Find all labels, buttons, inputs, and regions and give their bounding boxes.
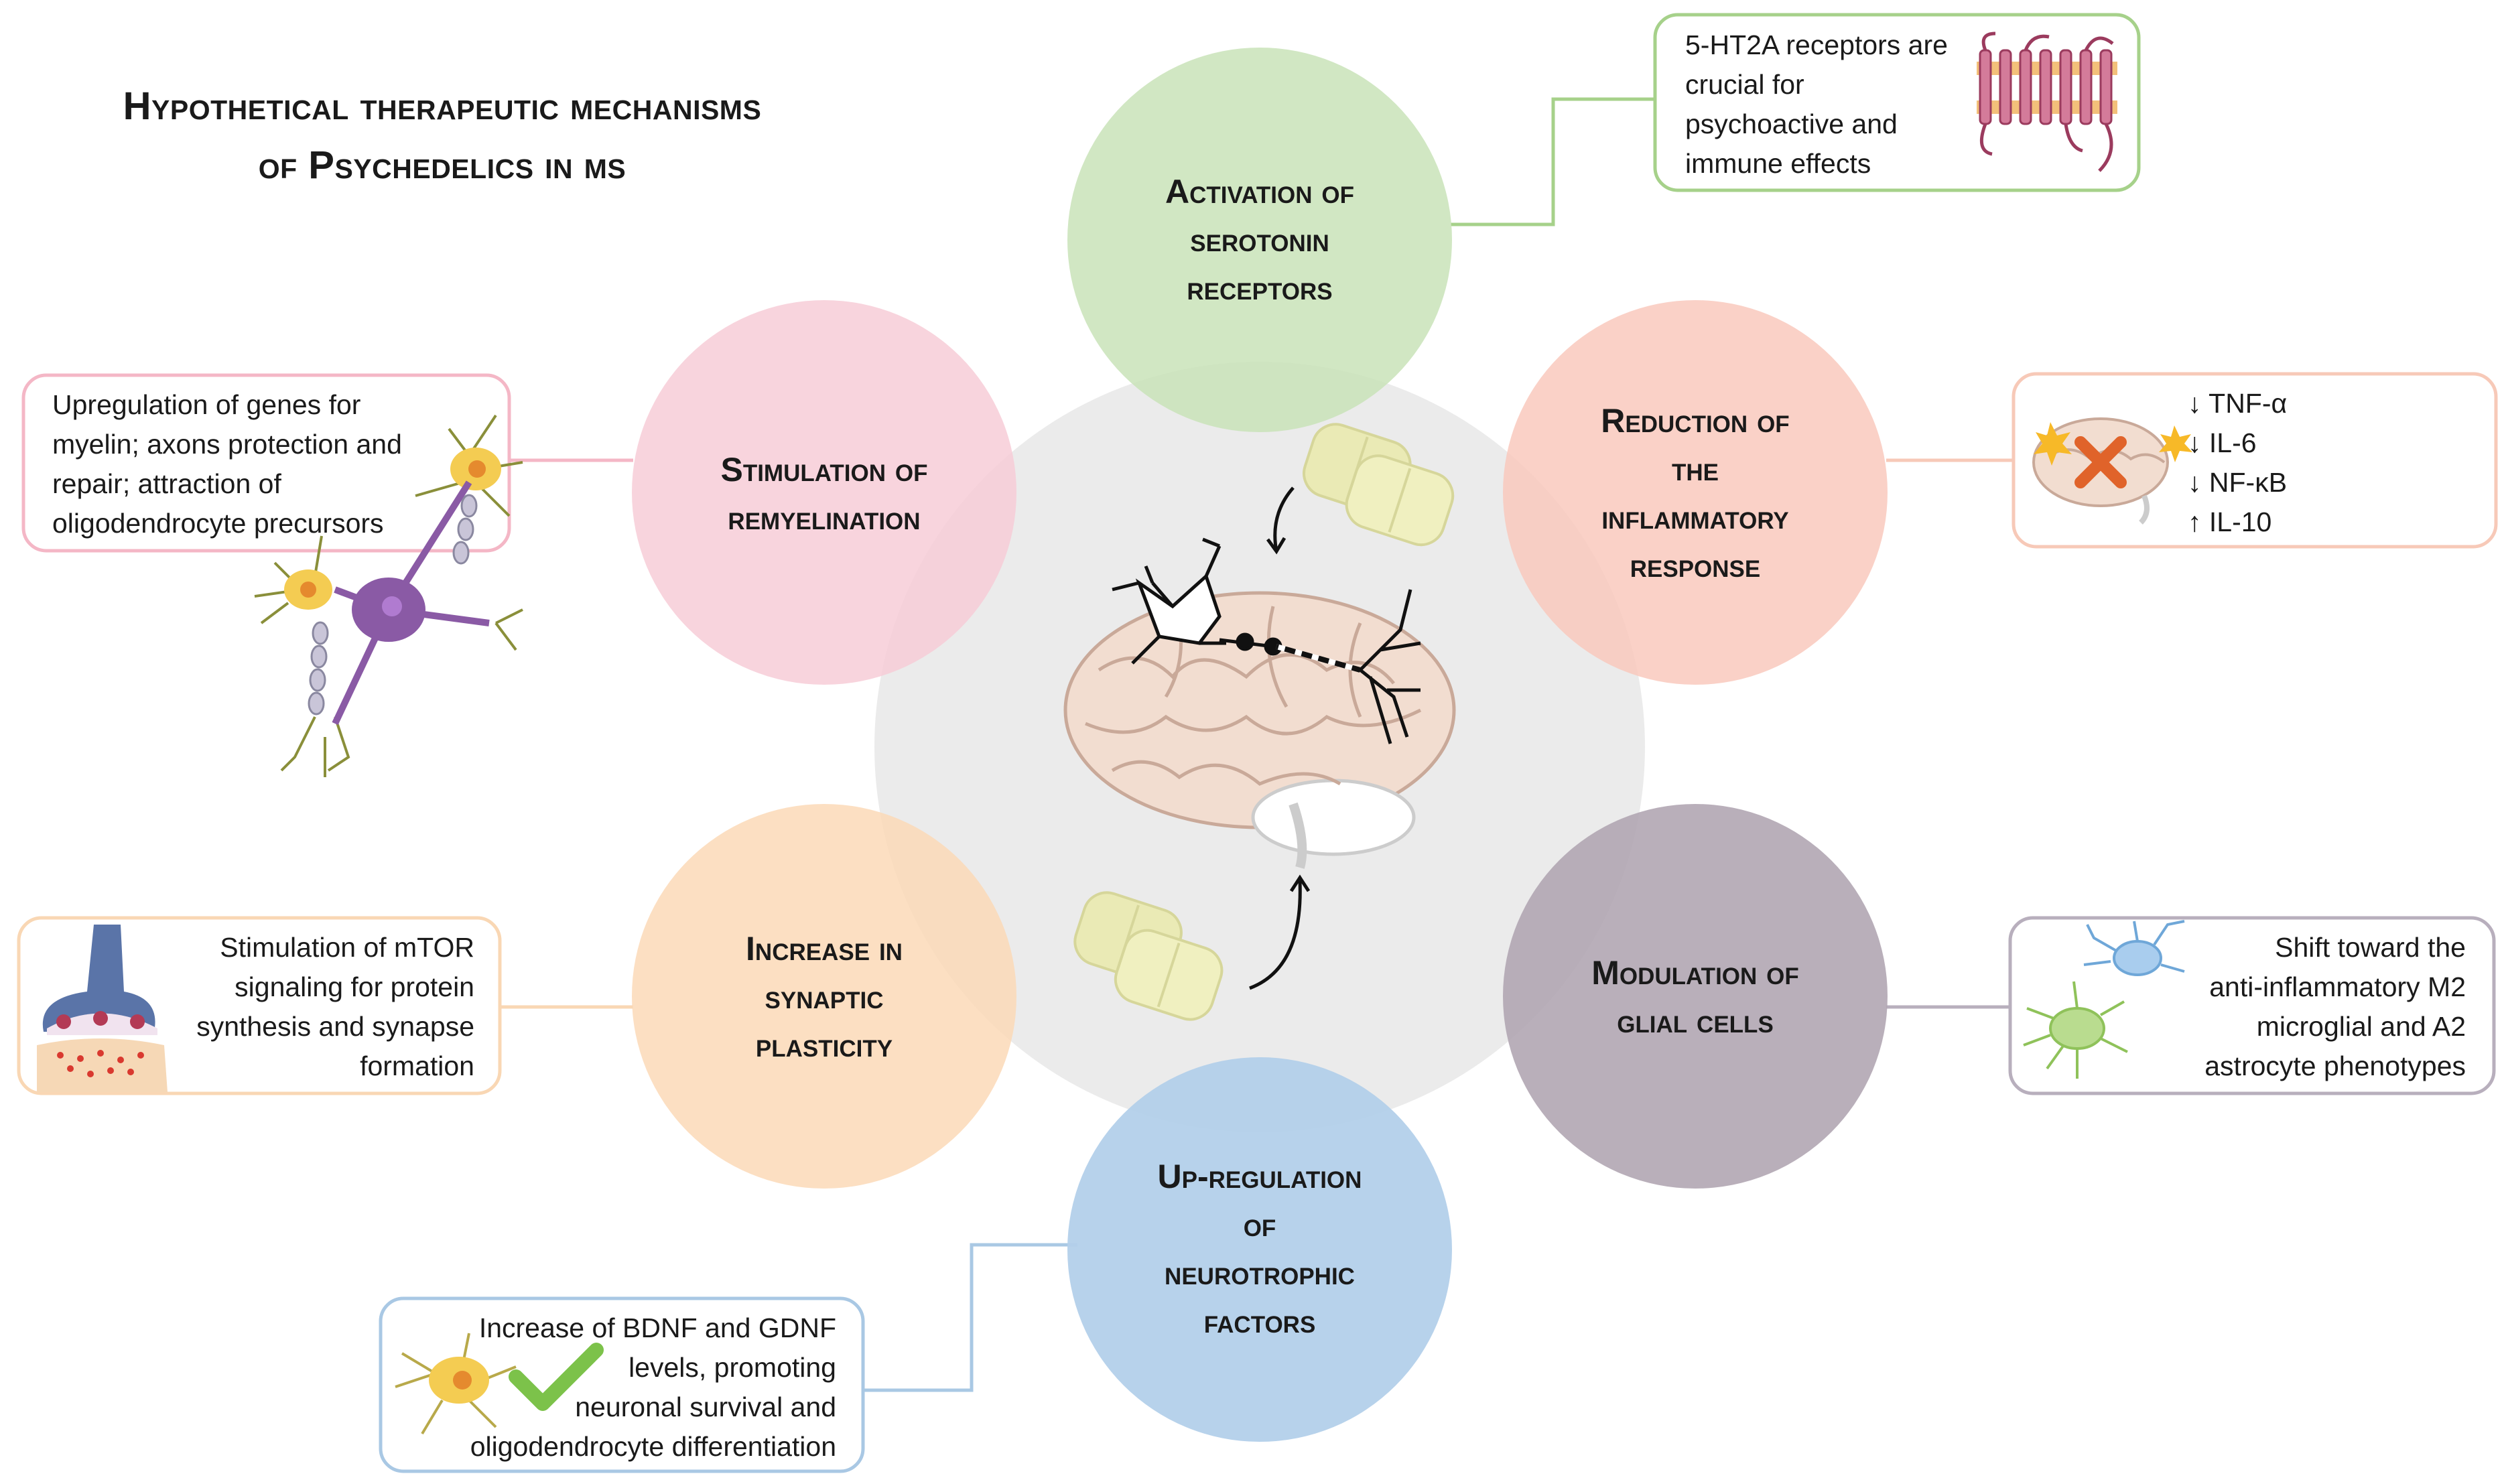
oligodendrocyte-icon (254, 414, 523, 777)
brain-icon (1063, 591, 1456, 869)
cytokine-item: ↓ IL-6 (2188, 427, 2257, 458)
inflamed-brain-icon (2032, 417, 2192, 525)
label-serotonin: Activation of serotonin receptors (1165, 173, 1354, 307)
label-plasticity: Increase in synaptic plasticity (746, 930, 903, 1064)
neuron-icon (1112, 537, 1421, 744)
label-inflammation: Reduction of the inflammatory response (1601, 402, 1790, 584)
cytokine-item: ↑ IL-10 (2188, 507, 2272, 537)
label-remyelination: Stimulation of remyelination (720, 451, 928, 537)
label-neurotrophic: Up-regulation of neurotrophic factors (1157, 1158, 1362, 1340)
neuron-checkmark-icon (395, 1333, 604, 1435)
gpcr-receptor-icon (1977, 31, 2117, 172)
box-inflammation (2012, 372, 2498, 549)
pill-icon (1303, 423, 1455, 547)
cytokine-item: ↓ TNF-α (2188, 388, 2288, 419)
box-text-plasticity: Stimulation of mTOR signaling for protei… (196, 932, 474, 1081)
circle-remyelination (632, 300, 1016, 685)
box-text-remyelination: Upregulation of genes for myelin; axons … (52, 389, 402, 539)
circle-glial (1503, 804, 1888, 1189)
circle-serotonin (1067, 48, 1452, 432)
page-title: Hypothetical therapeutic mechanisms of P… (40, 77, 844, 195)
circle-neurotrophic (1067, 1057, 1452, 1442)
cytokine-list: ↓ TNF-α ↓ IL-6 ↓ NF-κB ↑ IL-10 (2188, 384, 2287, 542)
title-line-2: of Psychedelics in ms (258, 143, 626, 187)
box-text-serotonin: 5-HT2A receptors are crucial for psychoa… (1685, 29, 1948, 179)
cytokine-item: ↓ NF-κB (2188, 467, 2288, 498)
circle-inflammation (1503, 300, 1888, 685)
label-glial: Modulation of glial cells (1591, 954, 1799, 1040)
box-neurotrophic (379, 1296, 865, 1473)
title-line-1: Hypothetical therapeutic mechanisms (123, 84, 762, 128)
pill-icon-lower (1073, 891, 1224, 1021)
microglia-astrocyte-icon (2023, 920, 2185, 1079)
box-text-neurotrophic: Increase of BDNF and GDNF levels, promot… (470, 1312, 836, 1462)
connector-neurotrophic (863, 1243, 1077, 1392)
box-serotonin (1653, 13, 2141, 192)
connector-serotonin (1451, 97, 1655, 226)
circle-plasticity (632, 804, 1016, 1189)
arrow-icon (1249, 486, 1311, 990)
box-text-glial: Shift toward the anti-inflammatory M2 mi… (2204, 932, 2466, 1081)
synapse-icon (37, 925, 168, 1092)
box-remyelination (21, 373, 511, 553)
